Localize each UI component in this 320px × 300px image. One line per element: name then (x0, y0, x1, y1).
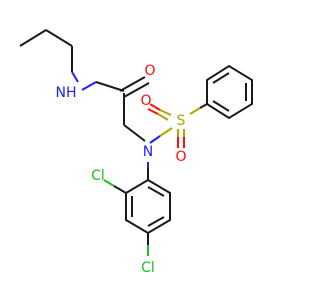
dichlorophenyl-double-3 (147, 186, 165, 197)
phenyl-double-3 (212, 100, 230, 112)
atom-label-cl-para: Cl (141, 260, 155, 276)
bond-iso-methyl-left (19, 29, 47, 47)
phenyl-ring (206, 64, 253, 120)
bonds (19, 29, 253, 256)
bond-ch2-to-n (123, 124, 146, 142)
bond-n-nh (71, 71, 79, 83)
bond-s-to-phenyl-c (199, 103, 208, 109)
atom-label-cl-ortho: Cl (91, 168, 105, 184)
bond-carbonyl-o-2 (123, 82, 150, 98)
molecule-structure: NH O N S O O Cl Cl (19, 29, 253, 276)
atom-label-s: S (177, 113, 186, 129)
atom-label-o-s-left: O (140, 93, 151, 109)
bond-nh-to-carbonyl-n-side (81, 81, 97, 91)
bond-n-s-n-side (149, 135, 161, 144)
bond-carbonyl-o-1 (119, 76, 146, 92)
bond-s-to-phenyl (189, 107, 201, 115)
bond-s-o-left-4 (147, 108, 159, 115)
bond-n-s-s-side (159, 127, 173, 137)
bond-s-o-left-2 (149, 103, 161, 111)
atom-label-n: N (143, 144, 153, 160)
dichlorophenyl-double-2 (147, 216, 165, 227)
bond-s-o-left-3 (157, 113, 169, 121)
bond-iso-methyl-right (45, 29, 73, 47)
phenyl-double-1 (212, 72, 230, 84)
bond-nh-to-carbonyl (95, 81, 125, 92)
bond-ring-to-cl-ortho (113, 185, 127, 194)
bond-cl-ortho (103, 179, 115, 187)
atom-label-o-s-bottom: O (175, 149, 186, 165)
bond-s-o-left-1 (159, 109, 172, 116)
atom-label-carbonyl-o: O (144, 63, 155, 79)
atom-label-nh: NH (56, 85, 77, 101)
atom-labels: NH O N S O O Cl Cl (56, 63, 187, 276)
